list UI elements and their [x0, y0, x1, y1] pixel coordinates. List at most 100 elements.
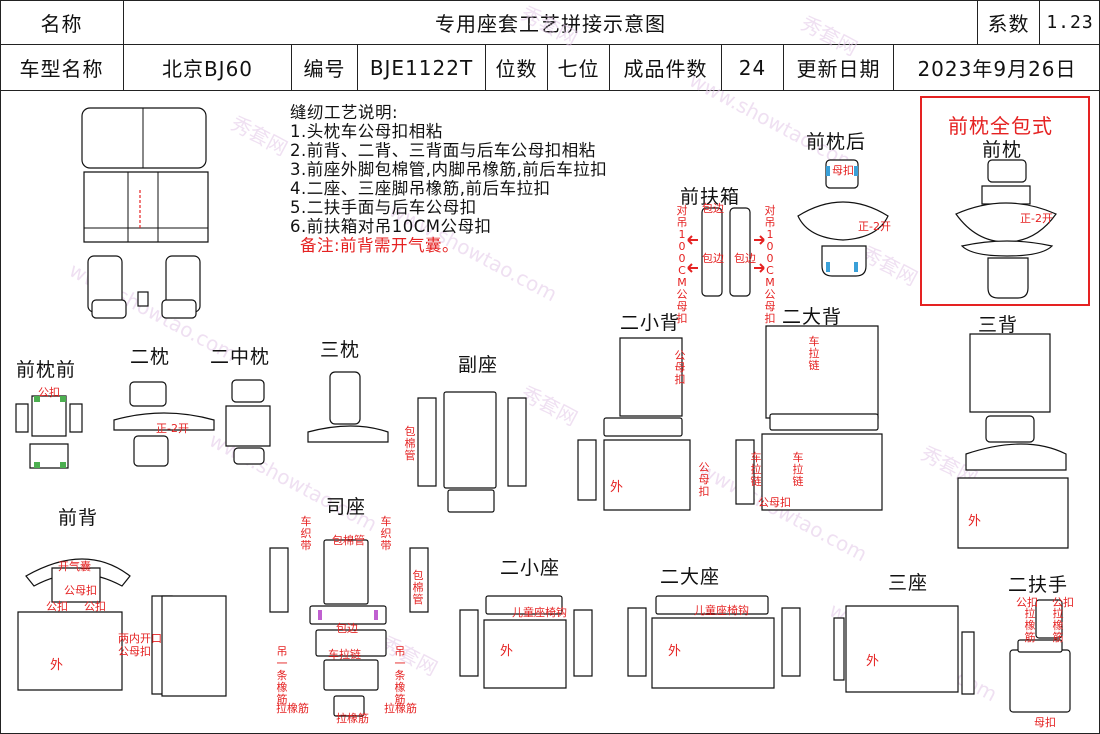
label-front-rest: 前枕	[982, 139, 1023, 161]
annotation-male-female: 公母扣	[698, 461, 710, 498]
label-second-armrest: 二扶手	[1008, 574, 1069, 596]
notes-title: 缝纫工艺说明:	[290, 103, 399, 122]
annotation-zheng-kai: 正-2开	[858, 220, 891, 233]
notes-line: 4.二座、三座脚吊橡筋,前后车拉扣	[290, 179, 551, 198]
notes-line: 2.前背、二背、三背面与后车公母扣相粘	[290, 141, 596, 160]
passenger-seat-pieces	[417, 391, 527, 513]
header-name-label: 名称	[0, 0, 124, 45]
annotation-male-female: 公母扣	[674, 349, 686, 386]
front-rest-front-pieces	[15, 395, 83, 469]
annotation-pull-elastic: 拉橡筋	[1024, 607, 1036, 644]
front-box-pieces	[701, 207, 751, 297]
annotation-inner-opening: 两内开口公母扣	[118, 632, 162, 658]
label-third-seat: 三座	[888, 572, 929, 594]
annotation-cotton-tube: 包棉管	[332, 534, 365, 547]
seat-overview	[81, 107, 209, 319]
header-model-label: 车型名称	[0, 45, 124, 91]
annotation-male: 公扣	[1052, 596, 1074, 609]
annotation-male-female: 公母扣	[64, 584, 97, 597]
annotation-female: 母扣	[832, 164, 854, 177]
front-box-arrows	[687, 235, 765, 273]
annotation-zipper: 车拉链	[750, 451, 762, 488]
label-second-big-seat: 二大座	[660, 566, 721, 588]
label-second-small-back: 二小背	[620, 312, 681, 334]
annotation-binding: 包边	[734, 252, 756, 265]
annotation-binding: 包边	[702, 252, 724, 265]
second-small-seat-pieces	[459, 595, 593, 689]
label-third-rest: 三枕	[320, 339, 361, 361]
front-rest-full-pieces	[955, 159, 1057, 299]
header-date-value: 2023年9月26日	[894, 45, 1100, 91]
label-front-rest-front: 前枕前	[16, 359, 77, 381]
label-front-back: 前背	[58, 507, 99, 529]
annotation-cotton-tube: 包棉管	[404, 425, 416, 462]
notes-line: 6.前扶箱对吊10CM公母扣	[290, 217, 492, 236]
annotation-pull-elastic: 拉橡筋	[1052, 607, 1064, 644]
annotation-female: 母扣	[1034, 716, 1056, 729]
annotation-child-seat: 儿童座椅钩	[512, 606, 567, 619]
header-pieces-label: 成品件数	[610, 45, 722, 91]
second-big-back-pieces	[735, 325, 883, 511]
annotation-zheng-kai: 正-2开	[156, 422, 189, 435]
annotation-zipper: 车拉链	[792, 451, 804, 488]
header-date-label: 更新日期	[784, 45, 894, 91]
label-front-box: 前扶箱	[680, 186, 741, 208]
header-coef-value: 1.23	[1040, 0, 1100, 45]
third-rest-pieces	[307, 371, 389, 443]
annotation-car-weave: 车织带	[300, 515, 312, 552]
annotation-child-seat: 儿童座椅钩	[694, 604, 749, 617]
header-model-value: 北京BJ60	[124, 45, 292, 91]
annotation-hang-100-left: 对吊100CM公母扣	[676, 204, 688, 325]
annotation-outer: 外	[866, 654, 880, 669]
third-seat-pieces	[833, 605, 975, 695]
annotation-outer: 外	[968, 514, 982, 529]
annotation-male: 公扣	[84, 600, 106, 613]
annotation-male: 公扣	[46, 600, 68, 613]
label-second-mid-rest: 二中枕	[210, 346, 271, 368]
second-rest-pieces	[113, 381, 215, 467]
annotation-outer: 外	[50, 658, 64, 673]
annotation-car-weave: 车织带	[380, 515, 392, 552]
page-title: 专用座套工艺拼接示意图	[124, 0, 978, 45]
clip-markers	[34, 166, 858, 620]
annotation-pull-elastic: 拉橡筋	[336, 712, 369, 725]
annotation-male-female: 公母扣	[758, 496, 791, 509]
label-second-small-seat: 二小座	[500, 557, 561, 579]
annotation-airbag: 开气囊	[58, 560, 91, 573]
annotation-hang-elastic: 吊一条橡筋	[394, 645, 406, 706]
header-code-label: 编号	[292, 45, 358, 91]
annotation-binding: 包边	[702, 202, 724, 215]
header-pieces-value: 24	[722, 45, 784, 91]
second-big-seat-pieces	[627, 595, 801, 689]
notes-remark: 备注:前背需开气囊。	[300, 236, 460, 255]
second-armrest-pieces	[1009, 599, 1071, 713]
annotation-binding: 包边	[336, 622, 358, 635]
sewing-notes: 缝纫工艺说明: 1.头枕车公母扣相粘 2.前背、二背、三背面与后车公母扣相粘 3…	[290, 103, 607, 255]
label-front-rest-full: 前枕全包式	[948, 114, 1053, 138]
front-rest-full-box	[920, 96, 1090, 306]
third-back-pieces	[957, 333, 1069, 549]
header-code-value: BJE1122T	[358, 45, 486, 91]
annotation-outer: 外	[610, 480, 624, 495]
driver-seat-pieces	[269, 539, 429, 717]
second-small-back-pieces	[577, 337, 691, 511]
label-passenger-seat: 副座	[458, 354, 499, 376]
header-coef-label: 系数	[978, 0, 1040, 45]
annotation-pull-elastic: 拉橡筋	[276, 702, 309, 715]
annotation-outer: 外	[500, 644, 514, 659]
header-seats-label: 位数	[486, 45, 548, 91]
second-mid-rest-pieces	[225, 379, 271, 465]
label-second-rest: 二枕	[130, 346, 171, 368]
annotation-male: 公扣	[1016, 596, 1038, 609]
front-back-pieces	[17, 558, 227, 697]
annotation-hang-100-right: 对吊100CM公母扣	[764, 204, 776, 325]
annotation-pull-elastic: 拉橡筋	[384, 702, 417, 715]
notes-line: 5.二扶手面与后车公母扣	[290, 198, 477, 217]
label-third-back: 三背	[978, 314, 1019, 336]
annotation-zipper: 车拉链	[328, 648, 361, 661]
notes-line: 3.前座外脚包棉管,内脚吊橡筋,前后车拉扣	[290, 160, 608, 179]
label-front-rest-back: 前枕后	[806, 131, 867, 153]
front-rest-back-pieces	[797, 159, 889, 277]
label-driver-seat: 司座	[326, 496, 367, 518]
